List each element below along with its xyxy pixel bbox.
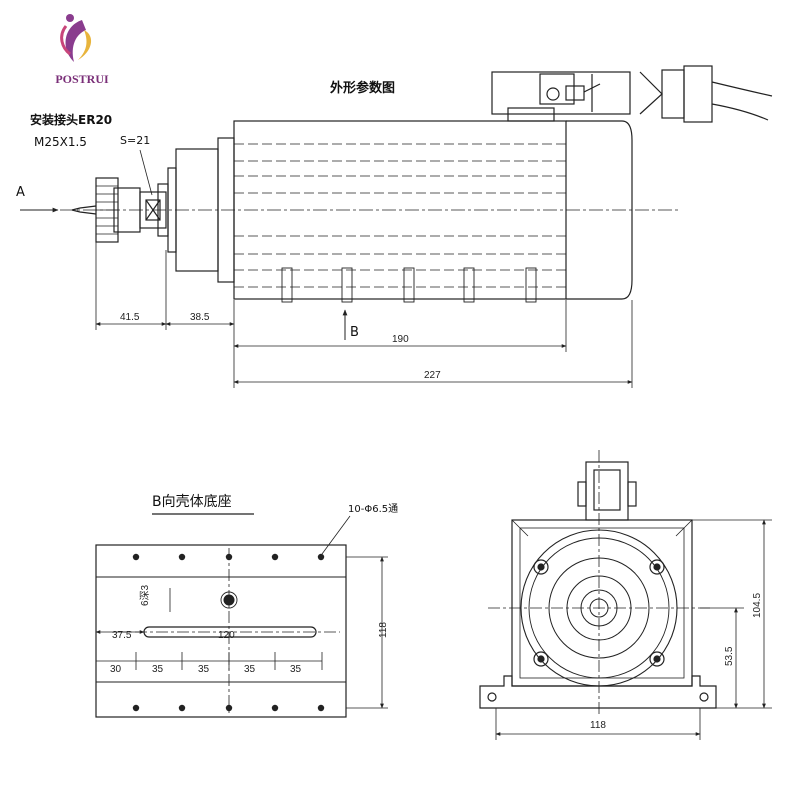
dim-slot-length: 120 — [218, 630, 235, 641]
dim-base-height: 118 — [378, 622, 389, 638]
base-view-dimensions — [95, 556, 388, 709]
dim-slot-offset: 37.5 — [112, 630, 132, 641]
cable-connector — [491, 71, 631, 115]
dim-body-length: 190 — [392, 334, 409, 345]
holes-label: 10-Φ6.5通 — [348, 503, 398, 515]
base-view-title: B向壳体底座 — [152, 493, 232, 510]
thread-label: M25X1.5 — [34, 135, 87, 149]
dim-nose-length: 38.5 — [190, 312, 210, 323]
spindle-front-view — [479, 450, 717, 716]
base-mounting-holes — [132, 553, 325, 712]
dim-pitch-4: 35 — [244, 664, 256, 675]
power-cable — [711, 81, 773, 97]
dim-total-length: 227 — [424, 370, 441, 381]
side-view-dimensions — [95, 242, 633, 388]
wrench-size-label: S=21 — [120, 134, 150, 147]
front-base-feet — [479, 675, 717, 709]
dim-pitch-3: 35 — [198, 664, 210, 675]
spindle-side-view — [60, 65, 773, 303]
view-b-label: B — [350, 325, 359, 340]
dim-pitch-2: 35 — [152, 664, 164, 675]
view-a-label: A — [16, 185, 25, 200]
dim-front-width: 118 — [590, 720, 606, 731]
front-connector — [585, 461, 629, 521]
dim-center-height: 53.5 — [724, 646, 735, 666]
dim-pitch-1: 30 — [110, 664, 122, 675]
side-view-title: 外形参数图 — [329, 80, 395, 96]
brand-logo-icon — [60, 14, 92, 62]
dim-total-height: 104.5 — [752, 593, 763, 618]
dim-hole-depth: 6深3 — [139, 584, 151, 606]
front-view-dimensions — [495, 519, 772, 740]
collet-label: 安装接头ER20 — [30, 112, 112, 127]
dim-collet-length: 41.5 — [120, 312, 140, 323]
cable-gland — [661, 69, 685, 119]
dim-pitch-5: 35 — [290, 664, 302, 675]
brand-name: POSTRUI — [55, 72, 109, 86]
